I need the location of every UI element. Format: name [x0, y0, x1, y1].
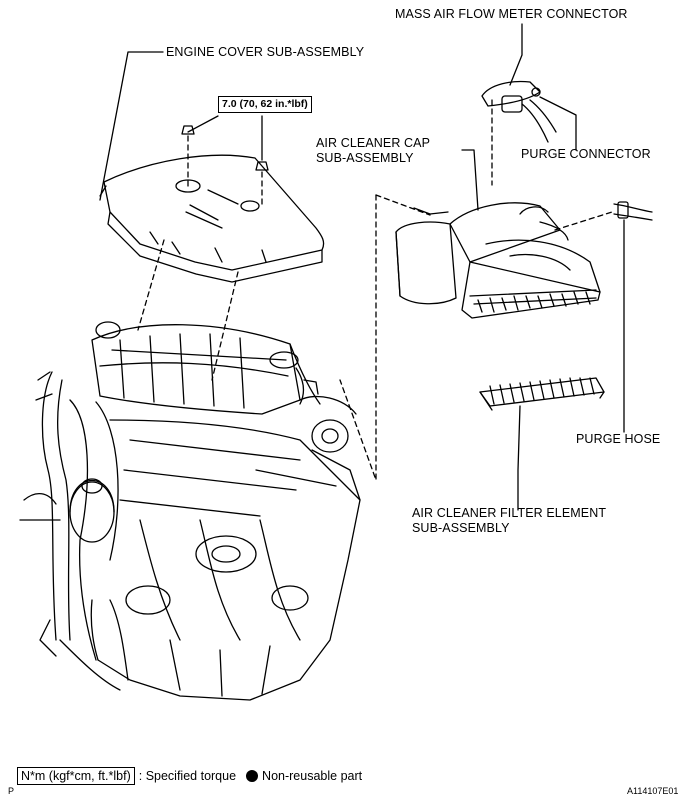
- air-cleaner-cap-label-line2: SUB-ASSEMBLY: [316, 151, 414, 165]
- purge-connector-label: PURGE CONNECTOR: [521, 147, 651, 161]
- purge-hose-shape: [613, 201, 653, 221]
- filter-element-shape: [479, 377, 605, 411]
- corner-code: P: [8, 786, 15, 796]
- non-reusable-legend-text: Non-reusable part: [262, 769, 363, 783]
- assembly-lines: [137, 99, 613, 481]
- engine-cover-sub-assembly-label: ENGINE COVER SUB-ASSEMBLY: [166, 45, 365, 59]
- engine-shape: [19, 321, 361, 701]
- engine-cover-shape: [99, 154, 325, 283]
- air-cleaner-shape: [395, 202, 601, 319]
- figure-id: A114107E01: [627, 786, 679, 796]
- air-cleaner-filter-element-label-line2: SUB-ASSEMBLY: [412, 521, 510, 535]
- torque-legend-text: : Specified torque: [138, 769, 237, 783]
- mass-air-flow-meter-connector-label: MASS AIR FLOW METER CONNECTOR: [395, 7, 628, 21]
- torque-units-box: N*m (kgf*cm, ft.*lbf): [17, 767, 135, 785]
- legend: N*m (kgf*cm, ft.*lbf) : Specified torque…: [17, 767, 362, 785]
- non-reusable-dot-icon: [246, 770, 259, 782]
- leader-lines: [99, 23, 625, 511]
- maf-connector-shape: [481, 80, 557, 143]
- air-cleaner-cap-label-line1: AIR CLEANER CAP: [316, 136, 431, 150]
- bolts: [181, 125, 269, 171]
- torque-spec-box: 7.0 (70, 62 in.*lbf): [218, 96, 312, 113]
- air-cleaner-filter-element-label-line1: AIR CLEANER FILTER ELEMENT: [412, 506, 607, 520]
- purge-hose-label: PURGE HOSE: [576, 432, 661, 446]
